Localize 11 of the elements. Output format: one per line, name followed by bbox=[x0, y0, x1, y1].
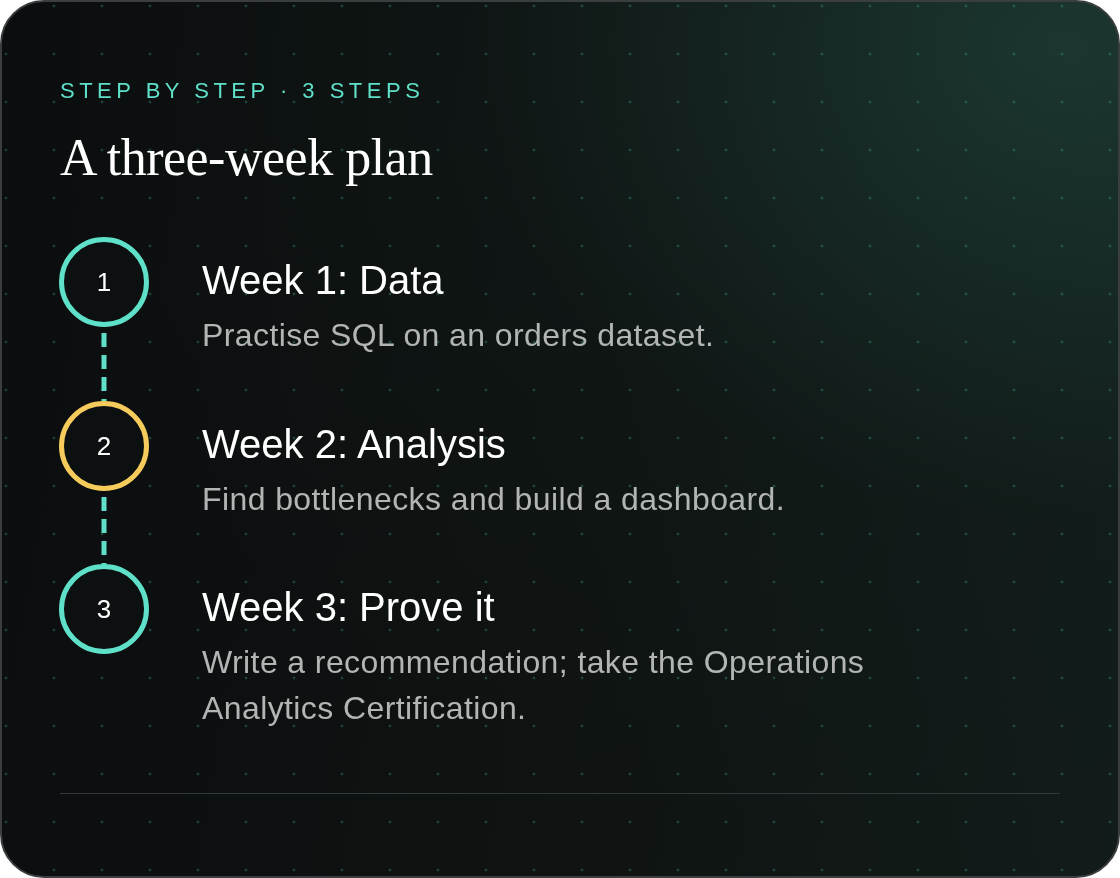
title: A three-week plan bbox=[60, 128, 433, 188]
step-number-circle: 1 bbox=[59, 237, 149, 327]
step-heading: Week 3: Prove it bbox=[202, 585, 495, 629]
step-heading: Week 1: Data bbox=[202, 258, 444, 302]
eyebrow-text: STEP BY STEP · 3 STEPS bbox=[60, 78, 425, 104]
step-number-circle: 3 bbox=[59, 564, 149, 654]
step-description: Practise SQL on an orders dataset. bbox=[202, 316, 716, 355]
step-heading: Week 2: Analysis bbox=[202, 422, 506, 466]
step-description: Find bottlenecks and build a dashboard. bbox=[202, 480, 787, 519]
step-description: Write a recommendation; take the Operations Analytics Certification. bbox=[202, 643, 866, 728]
step-number-circle: 2 bbox=[59, 401, 149, 491]
